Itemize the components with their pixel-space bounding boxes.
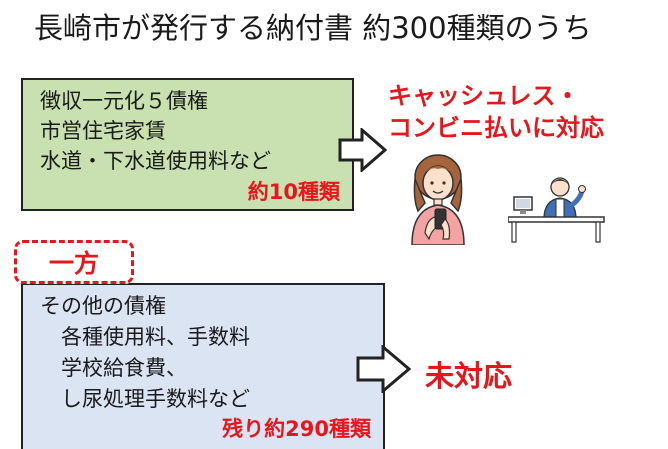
list-item: 学校給食費、: [40, 356, 187, 380]
page-title: 長崎市が発行する納付書 約300種類のうち: [34, 11, 592, 45]
cashless-label-line: キャッシュレス・: [388, 82, 580, 110]
clerk-at-counter-icon: [508, 177, 605, 243]
unsupported-label: 未対応: [425, 359, 513, 393]
cashless-label-line: コンビニ払いに対応: [388, 114, 604, 142]
list-item: 市営住宅家賃: [40, 119, 166, 143]
woman-with-smartphone-icon: [411, 154, 465, 245]
list-item: 水道・下水道使用料など: [40, 149, 271, 173]
unsupported-bills-box: その他の債権 各種使用料、手数料 学校給食費、 し尿処理手数料など 残り約290…: [21, 283, 385, 449]
supported-count: 約10種類: [247, 180, 340, 204]
unsupported-bills-list: その他の債権 各種使用料、手数料 学校給食費、 し尿処理手数料など: [40, 291, 250, 415]
right-arrow-icon: [356, 345, 412, 393]
cashless-supported-label: キャッシュレス・ コンビニ払いに対応: [388, 80, 604, 144]
right-arrow-icon: [338, 128, 388, 172]
unsupported-count: 残り約290種類: [222, 417, 371, 441]
supported-bills-list: 徴収一元化５債権 市営住宅家賃 水道・下水道使用料など: [40, 86, 271, 176]
on-the-other-hand-tag: 一方: [14, 240, 134, 284]
list-item: その他の債権: [40, 294, 166, 318]
list-item: 各種使用料、手数料: [40, 325, 250, 349]
list-item: 徴収一元化５債権: [40, 89, 208, 113]
list-item: し尿処理手数料など: [40, 387, 250, 411]
supported-bills-box: 徴収一元化５債権 市営住宅家賃 水道・下水道使用料など 約10種類: [21, 78, 354, 211]
